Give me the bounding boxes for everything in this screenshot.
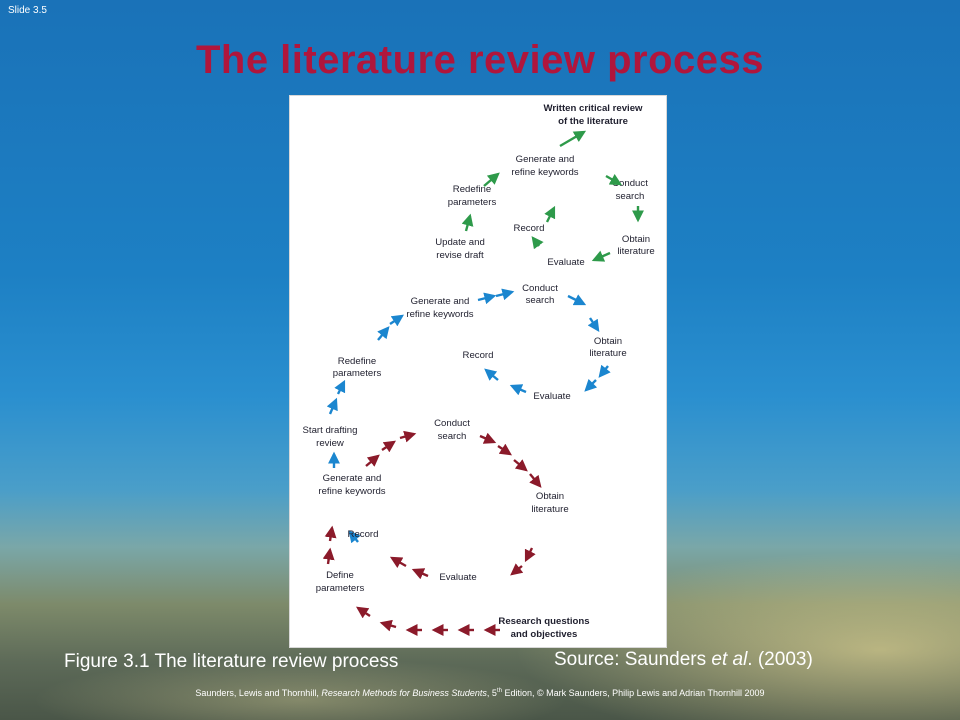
- node-mid-conduct-line1: Conduct: [522, 283, 558, 294]
- node-top-obtain-line1: Obtain: [622, 234, 650, 245]
- copyright-footer: Saunders, Lewis and Thornhill, Research …: [0, 688, 960, 698]
- source-prefix: Source: Saunders: [554, 649, 712, 670]
- node-top-evaluate: Evaluate: [547, 257, 584, 268]
- node-bot-generate-line1: Generate and: [323, 473, 382, 484]
- figure-source: Source: Saunders et al. (2003): [554, 649, 813, 671]
- slide-title: The literature review process: [195, 38, 765, 82]
- node-top-generate-line1: Generate and: [516, 154, 575, 165]
- node-bot-conduct-line2: search: [438, 431, 467, 442]
- literature-review-figure: Written critical review of the literatur…: [290, 96, 666, 647]
- node-written-review-line2: of the literature: [558, 116, 628, 127]
- node-mid-obtain-line1: Obtain: [594, 336, 622, 347]
- figure-caption: Figure 3.1 The literature review process: [64, 651, 399, 672]
- node-bot-obtain-line2: literature: [531, 504, 568, 515]
- footer-rest: Edition, © Mark Saunders, Philip Lewis a…: [501, 688, 765, 698]
- green-arrows: [461, 130, 644, 262]
- node-bot-obtain-line1: Obtain: [536, 491, 564, 502]
- node-top-redefine-line1: Redefine: [453, 184, 491, 195]
- node-research-questions-line2: and objectives: [511, 629, 578, 640]
- red-arrows: [322, 430, 542, 636]
- node-top-conduct-line2: search: [616, 191, 645, 202]
- node-mid-obtain-line2: literature: [589, 348, 626, 359]
- node-top-generate-line2: refine keywords: [511, 167, 578, 178]
- node-mid-conduct-line2: search: [526, 295, 555, 306]
- node-mid-redefine-line2: parameters: [333, 368, 382, 379]
- node-top-record: Record: [514, 223, 545, 234]
- node-top-update-line1: Update and: [435, 237, 485, 248]
- process-diagram: Written critical review of the literatur…: [303, 103, 655, 640]
- node-bot-evaluate: Evaluate: [439, 572, 476, 583]
- node-mid-redefine-line1: Redefine: [338, 356, 376, 367]
- footer-book: Research Methods for Business Students: [321, 688, 487, 698]
- node-mid-generate-line1: Generate and: [411, 296, 470, 307]
- node-top-conduct-line1: Conduct: [612, 178, 648, 189]
- footer-edition-sup: th: [496, 688, 502, 694]
- blue-arrows: [326, 288, 611, 544]
- node-bot-define-line2: parameters: [316, 583, 365, 594]
- source-etal: et al: [711, 649, 748, 670]
- node-top-redefine-line2: parameters: [448, 197, 497, 208]
- node-bot-generate-line2: refine keywords: [318, 486, 385, 497]
- footer-edition-pre: , 5: [486, 688, 497, 698]
- node-research-questions-line1: Research questions: [498, 616, 589, 627]
- node-written-review-line1: Written critical review: [544, 103, 644, 114]
- node-mid-start-line1: Start drafting: [303, 425, 358, 436]
- node-bot-conduct-line1: Conduct: [434, 418, 470, 429]
- node-mid-generate-line2: refine keywords: [406, 309, 473, 320]
- source-suffix: . (2003): [747, 649, 813, 670]
- node-mid-start-line2: review: [316, 438, 344, 449]
- node-bot-define-line1: Define: [326, 570, 354, 581]
- node-bot-record: Record: [348, 529, 379, 540]
- node-mid-evaluate: Evaluate: [533, 391, 570, 402]
- slide-number: Slide 3.5: [8, 5, 47, 16]
- node-mid-record: Record: [463, 350, 494, 361]
- node-top-update-line2: revise draft: [436, 250, 484, 261]
- node-top-obtain-line2: literature: [617, 246, 654, 257]
- footer-authors: Saunders, Lewis and Thornhill,: [195, 688, 322, 698]
